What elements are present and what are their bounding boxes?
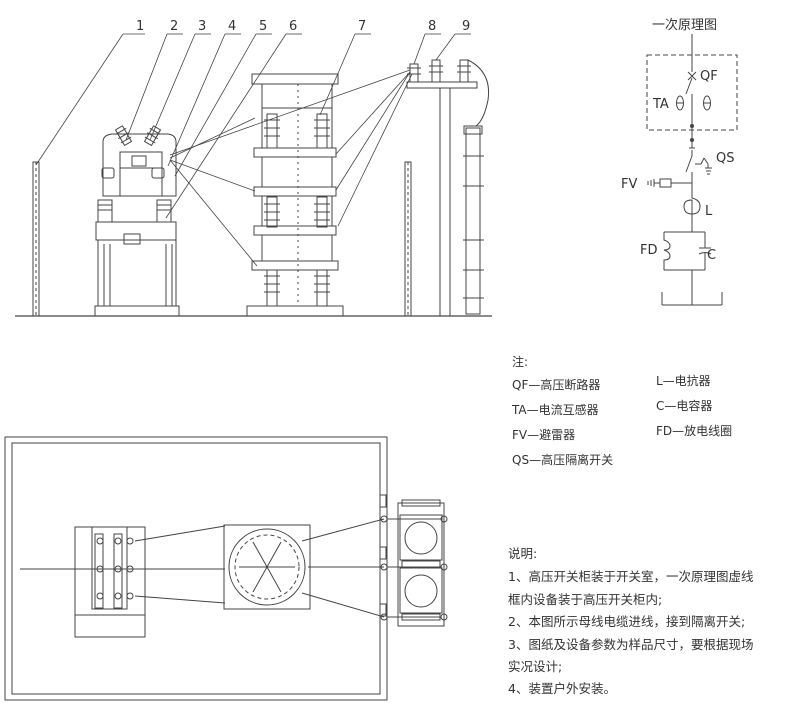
note-ta: TA—电流互感器 [512,403,599,417]
explanation-heading: 说明: [508,546,538,561]
label-fd: FD [640,243,658,258]
single-line-schematic [646,34,738,306]
callout-6: 6 [289,19,297,34]
callout-4: 4 [228,19,236,34]
notes-heading: 注: [512,355,529,369]
explanation-line-6: 4、装置户外安装。 [508,681,616,696]
fence-post-mid [404,161,412,317]
label-c: C [707,248,716,263]
label-ta: TA [652,97,669,112]
explanation-line-3: 2、本图所示母线电缆进线，接到隔离开关; [508,614,746,629]
explanation-line-4: 3、图纸及设备参数为样品尺寸，要根据现场 [508,637,754,652]
schematic-title: 一次原理图 [652,17,717,33]
note-fd: FD—放电线圈 [656,424,733,438]
callout-1: 1 [136,19,144,34]
note-qs: QS—高压隔离开关 [512,453,614,467]
cabinet-assembly [94,125,180,317]
capacitor-stack [246,73,344,317]
explanation-line-1: 1、高压开关柜装于开关室，一次原理图虚线 [508,569,754,584]
plan-view [4,436,448,701]
label-qf: QF [700,69,718,84]
explanation-line-2: 框内设备装于高压开关柜内; [508,592,663,607]
callout-9: 9 [462,19,470,34]
elevation-view [15,33,492,317]
callout-numbers: 1 2 3 4 5 6 7 8 9 [136,19,470,34]
callout-3: 3 [198,19,206,34]
callout-7: 7 [358,19,366,34]
label-fv: FV [621,177,637,192]
note-fv: FV—避雷器 [512,428,576,442]
explanation-line-5: 实况设计; [508,659,563,674]
callout-5: 5 [259,19,267,34]
note-c: C—电容器 [656,399,713,413]
fence-post-left [32,161,40,317]
note-qf: QF—高压断路器 [512,378,601,392]
callout-2: 2 [170,19,178,34]
note-l: L—电抗器 [656,374,711,388]
label-l: L [705,204,713,219]
label-qs: QS [716,151,734,166]
callout-8: 8 [428,19,436,34]
leader-lines [35,33,471,267]
disconnector-post [406,59,490,317]
